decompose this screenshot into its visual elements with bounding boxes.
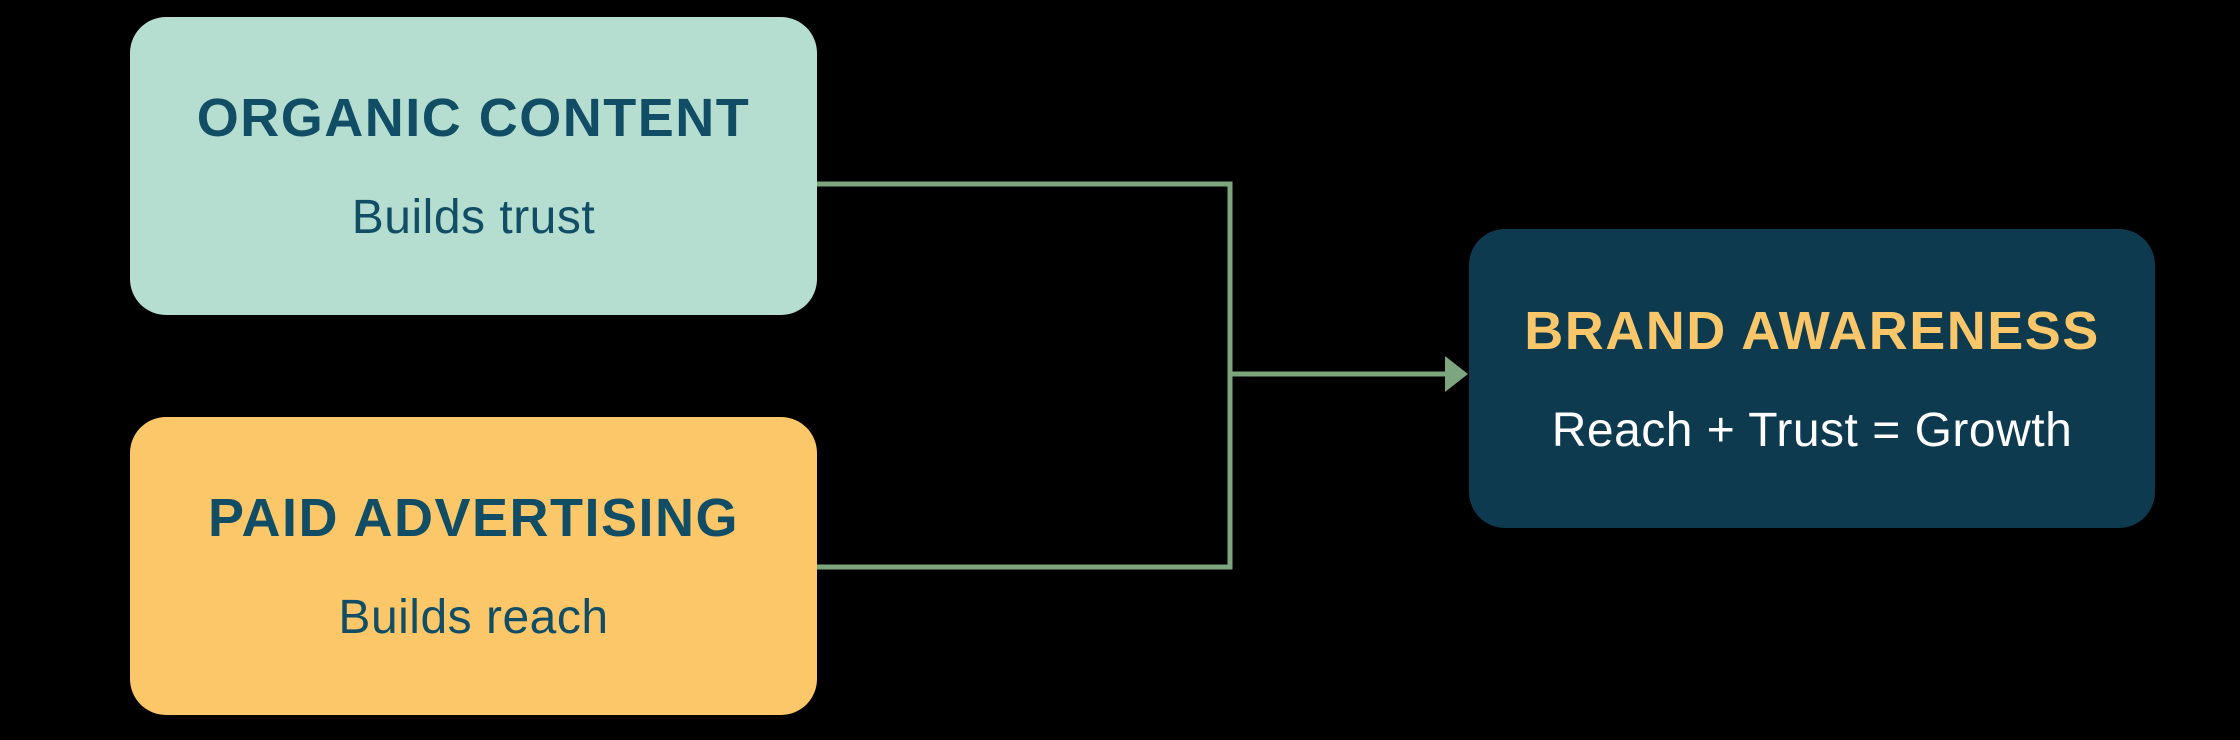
organic-content-title: ORGANIC CONTENT — [196, 88, 751, 149]
connector-organic-elbow — [817, 181, 1233, 374]
paid-advertising-title: PAID ADVERTISING — [207, 488, 740, 549]
node-brand-awareness: BRAND AWARENESS Reach + Trust = Growth — [1469, 229, 2155, 528]
organic-content-subtitle: Builds trust — [351, 191, 596, 245]
paid-advertising-subtitle: Builds reach — [338, 591, 609, 645]
node-paid-advertising: PAID ADVERTISING Builds reach — [130, 417, 817, 715]
brand-awareness-subtitle: Reach + Trust = Growth — [1551, 403, 2073, 457]
node-organic-content: ORGANIC CONTENT Builds trust — [130, 17, 817, 315]
brand-awareness-title: BRAND AWARENESS — [1524, 300, 2100, 361]
arrowhead-icon — [1445, 356, 1468, 392]
connector-paid-elbow — [817, 374, 1233, 570]
